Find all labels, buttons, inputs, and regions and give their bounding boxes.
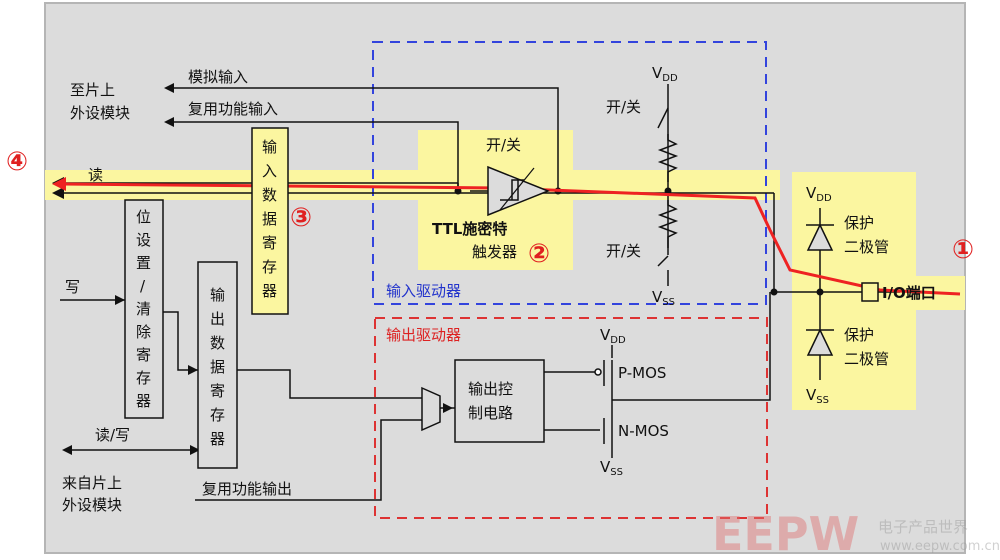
output-control-label-2: 制电路 (468, 404, 513, 422)
alt-input-label: 复用功能输入 (188, 100, 278, 118)
from-peripheral-label-1: 来自片上 (62, 474, 122, 492)
bsrr-label: 位 设 置 / 清 除 寄 存 器 (136, 208, 151, 410)
input-register-label: 输 入 数 据 寄 存 器 (262, 138, 277, 300)
svg-text:EEPW: EEPW (712, 507, 859, 560)
output-register-label: 输 出 数 据 寄 存 器 (210, 286, 225, 448)
diode-upper-label-2: 二极管 (844, 238, 889, 256)
io-port-label: I/O端口 (882, 284, 936, 302)
alt-output-label: 复用功能输出 (202, 480, 292, 498)
pulldown-onoff-label: 开/关 (606, 242, 641, 260)
svg-text:存: 存 (262, 258, 277, 276)
svg-text:出: 出 (210, 310, 225, 328)
write-label: 写 (65, 278, 80, 296)
vss-diode-label: VSS (806, 386, 829, 406)
marker-1: ① (952, 235, 974, 265)
diode-lower-label-2: 二极管 (844, 350, 889, 368)
io-pad-icon (861, 282, 879, 302)
svg-text:/: / (140, 277, 146, 295)
diode-upper-label-1: 保护 (844, 214, 874, 232)
svg-text:入: 入 (262, 162, 277, 180)
pull-down-resistor-icon (657, 200, 679, 286)
marker-4: ④ (6, 147, 28, 177)
svg-text:寄: 寄 (262, 234, 277, 252)
svg-text:电子产品世界: 电子产品世界 (878, 518, 968, 536)
svg-text:器: 器 (210, 430, 225, 448)
svg-text:清: 清 (136, 300, 151, 318)
svg-text:器: 器 (136, 392, 151, 410)
svg-text:寄: 寄 (136, 346, 151, 364)
diode-lower-label-1: 保护 (844, 326, 874, 344)
pmos-icon (594, 345, 613, 400)
ttl-label-1: TTL施密特 (432, 220, 507, 238)
readwrite-label: 读/写 (95, 426, 130, 444)
pull-up-resistor-icon (657, 84, 679, 182)
vdd-diode-label: VDD (806, 184, 832, 204)
svg-text:寄: 寄 (210, 382, 225, 400)
schmitt-trigger-icon (470, 165, 551, 217)
nmos-icon (603, 400, 613, 458)
output-mux-icon (421, 386, 441, 432)
svg-text:据: 据 (210, 358, 225, 376)
bit-set-reset-register (124, 199, 164, 419)
svg-text:输: 输 (262, 138, 277, 156)
vss-input-label: VSS (652, 288, 675, 308)
svg-text:器: 器 (262, 282, 277, 300)
svg-text:www.eepw.com.cn: www.eepw.com.cn (880, 539, 1000, 554)
vss-mos-label: VSS (600, 458, 623, 478)
vdd-top-label: VDD (652, 64, 678, 84)
marker-3: ③ (290, 203, 312, 233)
input-driver-label: 输入驱动器 (386, 282, 461, 300)
svg-text:数: 数 (210, 334, 225, 352)
analog-input-label: 模拟输入 (188, 68, 248, 86)
pullup-onoff-label: 开/关 (606, 98, 641, 116)
ttl-label-2: 触发器 (472, 243, 517, 261)
output-driver-box (374, 317, 768, 519)
to-peripheral-label-2: 外设模块 (70, 104, 130, 122)
to-peripheral-label-1: 至片上 (70, 81, 115, 99)
vdd-mos-label: VDD (600, 326, 626, 346)
svg-text:设: 设 (136, 231, 151, 249)
from-peripheral-label-2: 外设模块 (62, 496, 122, 514)
pmos-label: P-MOS (618, 364, 666, 382)
output-control-box (454, 359, 545, 443)
input-driver-box (372, 41, 767, 305)
svg-text:输: 输 (210, 286, 225, 304)
svg-text:位: 位 (136, 208, 151, 226)
schmitt-onoff-label: 开/关 (486, 136, 521, 154)
nmos-label: N-MOS (618, 422, 669, 440)
svg-text:据: 据 (262, 210, 277, 228)
upper-diode-icon (806, 223, 834, 251)
marker-2: ② (528, 239, 550, 269)
eepw-watermark: EEPW 电子产品世界 www.eepw.com.cn (712, 507, 1000, 560)
lower-diode-icon (806, 328, 834, 356)
output-control-label-1: 输出控 (468, 380, 513, 398)
svg-text:数: 数 (262, 186, 277, 204)
input-data-register (251, 127, 289, 315)
svg-text:除: 除 (136, 323, 151, 341)
svg-text:存: 存 (210, 406, 225, 424)
output-driver-label: 输出驱动器 (386, 326, 461, 344)
read-label: 读 (88, 166, 103, 184)
svg-text:置: 置 (136, 254, 151, 272)
svg-text:存: 存 (136, 369, 151, 387)
output-data-register (197, 261, 238, 469)
